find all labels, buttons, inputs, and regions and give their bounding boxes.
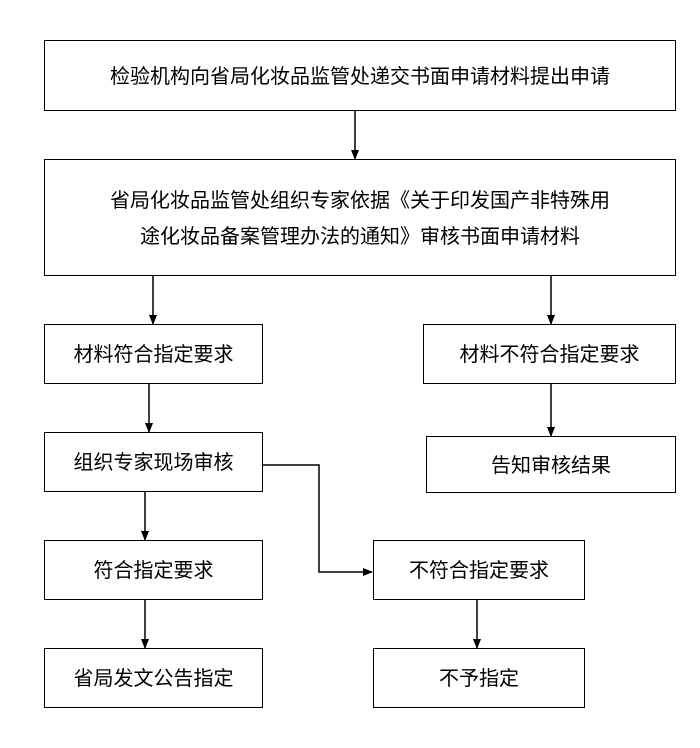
node-review-materials-line-2: 途化妆品备案管理办法的通知》审核书面申请材料 [140,223,580,248]
node-issue-document-label: 省局发文公告指定 [73,666,234,690]
node-onsite-not-ok-label: 不符合指定要求 [409,558,549,582]
node-onsite-review-label: 组织专家现场审核 [73,450,234,474]
node-review-materials: 省局化妆品监管处组织专家依据《关于印发国产非特殊用 途化妆品备案管理办法的通知》… [44,159,676,276]
node-material-ok: 材料符合指定要求 [44,324,263,384]
node-review-materials-line-1: 省局化妆品监管处组织专家依据《关于印发国产非特殊用 [110,187,610,212]
arrow-onsite-to-not-ok [263,464,373,576]
node-onsite-ok-label: 符合指定要求 [93,558,214,582]
node-not-designated: 不予指定 [373,648,585,708]
node-material-not-ok-label: 材料不符合指定要求 [459,342,640,366]
node-onsite-not-ok: 不符合指定要求 [373,540,585,600]
node-not-designated-label: 不予指定 [439,666,519,690]
node-issue-document: 省局发文公告指定 [44,648,263,708]
node-submit-application: 检验机构向省局化妆品监管处递交书面申请材料提出申请 [44,40,676,111]
node-onsite-review: 组织专家现场审核 [44,432,263,492]
node-material-ok-label: 材料符合指定要求 [73,342,234,366]
node-material-not-ok: 材料不符合指定要求 [423,324,676,384]
node-notify-result-label: 告知审核结果 [491,452,611,477]
node-notify-result: 告知审核结果 [426,436,676,493]
node-onsite-ok: 符合指定要求 [44,540,263,600]
node-submit-application-label: 检验机构向省局化妆品监管处递交书面申请材料提出申请 [110,63,610,88]
